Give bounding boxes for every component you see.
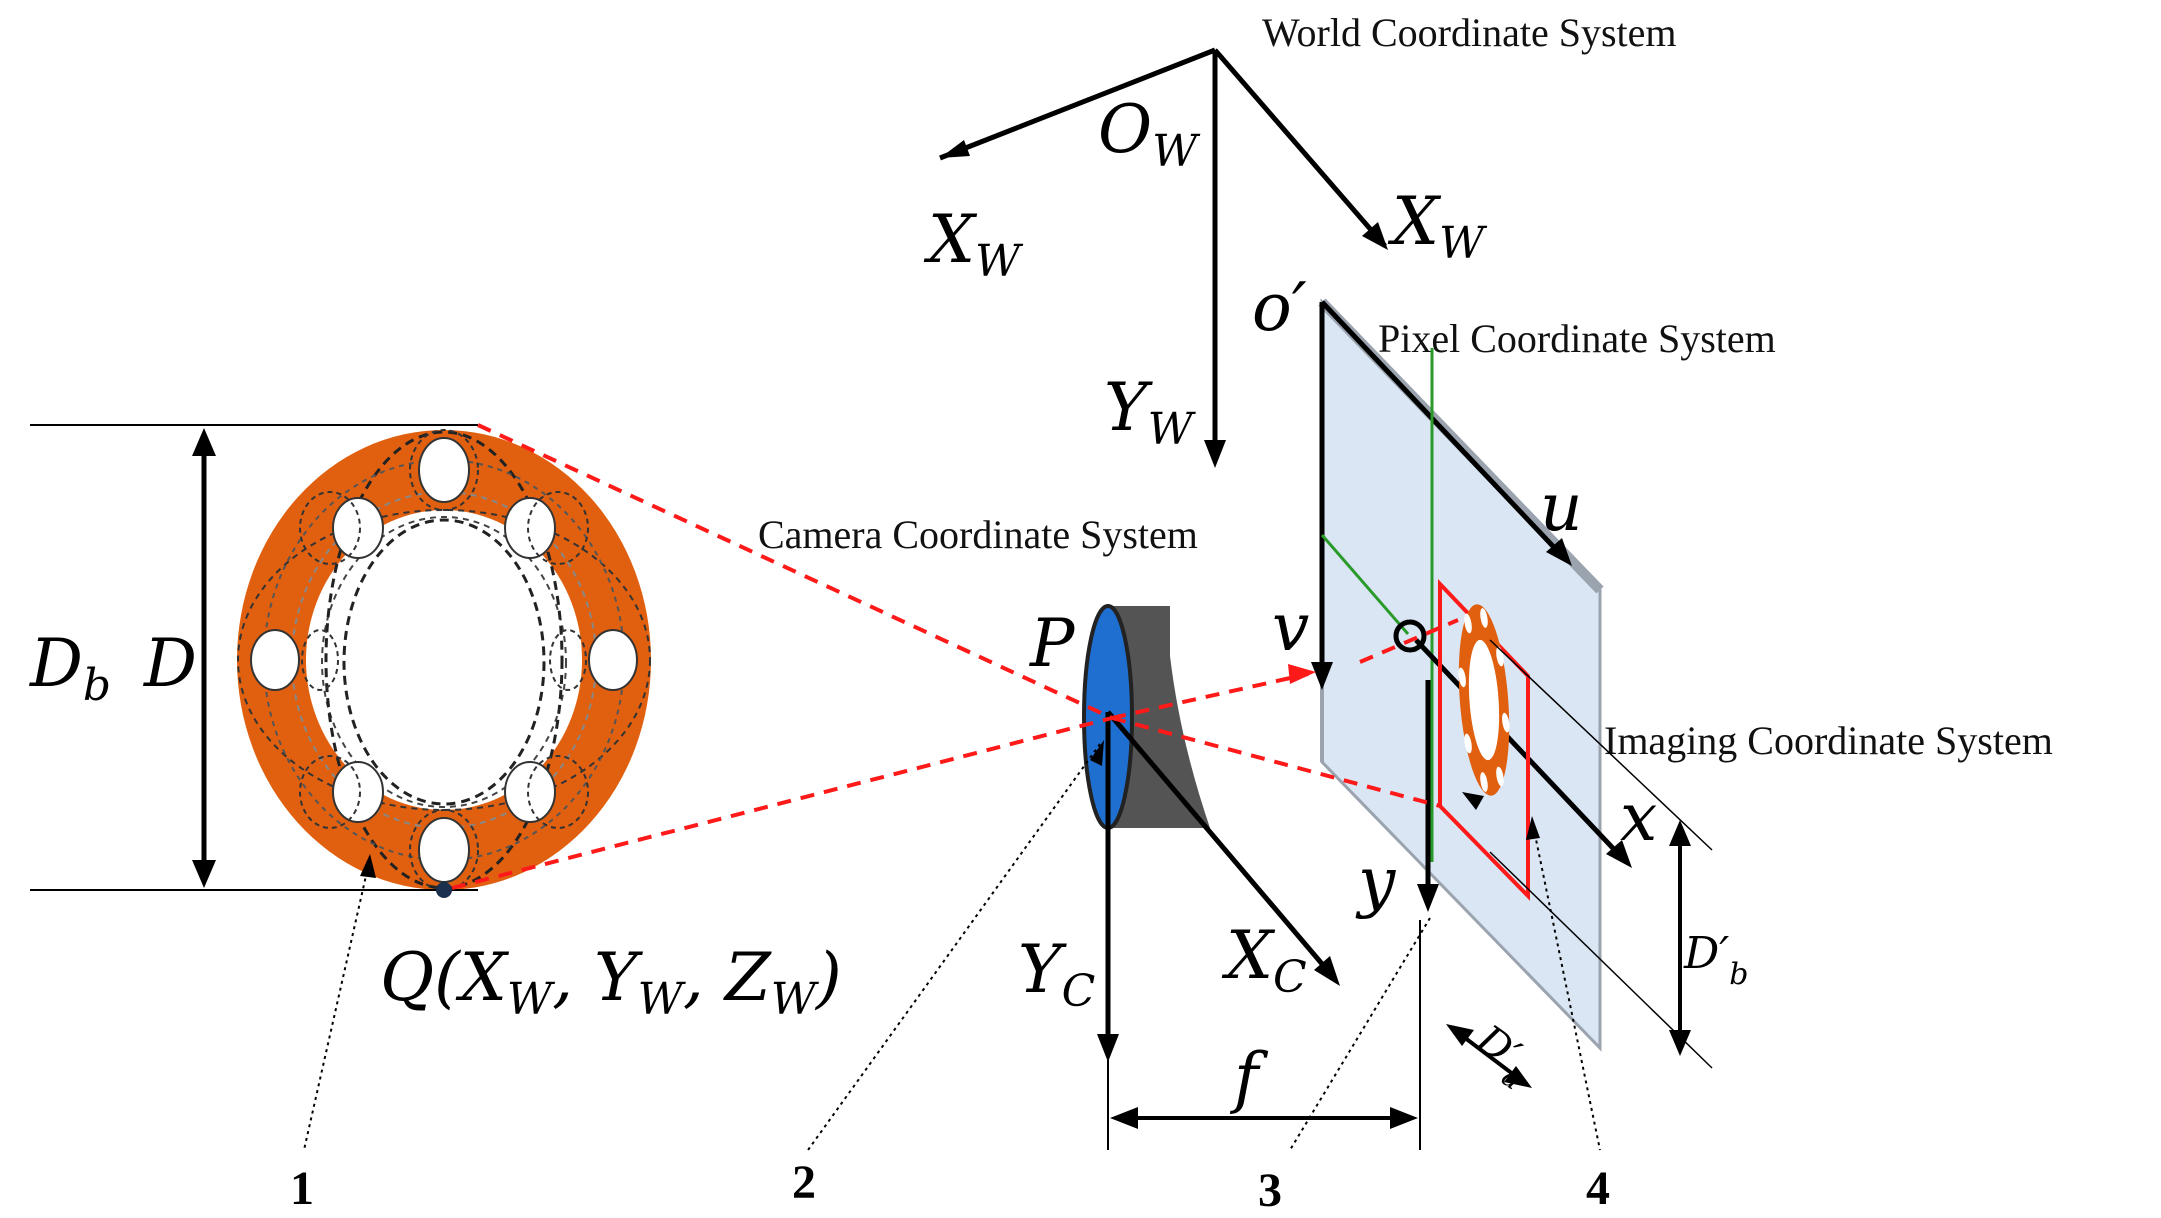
bearing-object [237, 429, 651, 891]
imaging-cs-label: Imaging Coordinate System [1604, 718, 2053, 763]
imaging-x-label: x [1620, 779, 1657, 856]
bearing-image [1458, 604, 1510, 796]
lens-center-label: P [1029, 605, 1076, 682]
camera-x-label: XC [1221, 917, 1307, 1003]
imaging-axes [1414, 638, 1628, 902]
imaging-y-label: y [1355, 843, 1396, 920]
focal-length-dimension [1107, 920, 1421, 1150]
point-q-label: Q(XW, YW, ZW) [380, 939, 842, 1025]
world-origin-label: OW [1098, 91, 1201, 177]
world-y-label: YW [1104, 369, 1197, 455]
callout-1: 1 [290, 1162, 314, 1215]
pitch-diameter-label: Db [29, 625, 111, 711]
pixel-origin-label: o′ [1252, 269, 1307, 346]
pixel-u-label: u [1540, 469, 1583, 546]
outer-diameter-label: D [143, 625, 197, 702]
callout-2: 2 [792, 1156, 816, 1209]
callout-leaders [303, 743, 1601, 1151]
world-x-left-label: XW [923, 201, 1024, 287]
pixel-v-label: v [1272, 589, 1309, 666]
camera-y-label: YC [1018, 931, 1095, 1017]
principal-point-guides [1320, 348, 1434, 862]
bearing-diameter-dimension [30, 424, 478, 891]
world-cs-label: World Coordinate System [1262, 10, 1677, 55]
camera-cs-label: Camera Coordinate System [758, 512, 1198, 557]
callout-3: 3 [1258, 1164, 1282, 1217]
image-inner-diameter-label: D′a [1461, 1016, 1542, 1096]
callout-4: 4 [1586, 1162, 1610, 1215]
pixel-cs-label: Pixel Coordinate System [1378, 316, 1776, 361]
projection-rays [451, 423, 1459, 890]
focal-length-label: f [1229, 1039, 1269, 1116]
lens-body [1108, 606, 1210, 828]
point-q-marker [436, 882, 452, 898]
imaging-origin-marker [1393, 619, 1427, 653]
ray-arrow-head [1288, 664, 1316, 684]
pixel-axes [1319, 300, 1568, 680]
world-x-right-label: XW [1387, 183, 1488, 269]
image-outer-diameter-label: D′b [1683, 928, 1749, 992]
camera-axes [1105, 710, 1336, 1052]
world-coordinate-axes [939, 47, 1388, 468]
